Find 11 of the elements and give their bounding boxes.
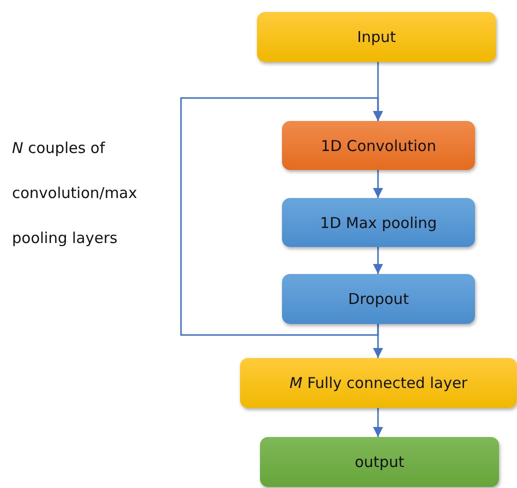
arrow [373, 247, 383, 274]
input-box: Input [257, 12, 496, 62]
annotation-text: N couples of convolution/max pooling layers [12, 138, 138, 249]
process-box: M Fully connected layer [240, 358, 517, 408]
arrow [373, 170, 383, 198]
loop-arrow [180, 97, 383, 336]
process-box: Dropout [282, 274, 475, 324]
arrow [373, 408, 383, 437]
process-box: 1D Max pooling [282, 198, 475, 247]
process-box: 1D Convolution [282, 121, 475, 170]
output-box: output [260, 437, 499, 487]
